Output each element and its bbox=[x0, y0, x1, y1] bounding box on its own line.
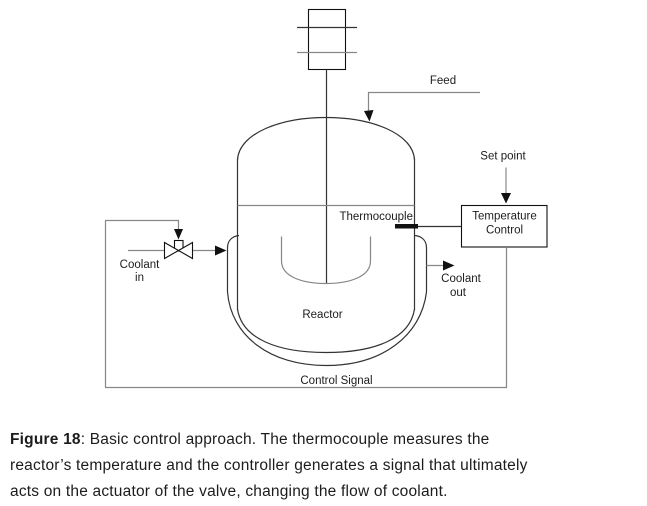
motor-body bbox=[307, 8, 347, 71]
caption-line-2: reactor’s temperature and the controller… bbox=[10, 457, 528, 474]
control-signal-path bbox=[104, 219, 508, 389]
inner-draft-tube bbox=[280, 236, 372, 285]
coolant-out-label: Coolant out bbox=[441, 273, 481, 299]
control-valve bbox=[163, 239, 194, 260]
feed-arrowhead bbox=[364, 110, 374, 122]
caption-line-3: acts on the actuator of the valve, chang… bbox=[10, 483, 448, 500]
svg-text:Coolant: Coolant bbox=[120, 259, 160, 271]
coolant-in-label: Coolant in bbox=[120, 259, 160, 284]
reactor-vessel bbox=[236, 116, 416, 354]
caption-line-1-rest: : Basic control approach. The thermocoup… bbox=[80, 431, 490, 448]
temperature-controller-box: Temperature Control bbox=[460, 204, 548, 248]
valve-body-right bbox=[177, 241, 194, 260]
vessel-dome bbox=[236, 116, 416, 161]
feed-label: Feed bbox=[430, 75, 456, 87]
thermocouple-probe bbox=[395, 224, 418, 229]
svg-text:out: out bbox=[450, 287, 467, 299]
vessel-bottom bbox=[236, 308, 416, 354]
coolant-out-arrow bbox=[426, 260, 455, 271]
control-diagram: Feed Thermocouple Temperature Control Se… bbox=[104, 8, 548, 389]
control-signal-label: Control Signal bbox=[300, 375, 372, 387]
caption-figure-label: Figure 18 bbox=[10, 431, 81, 448]
figure-caption: Figure 18: Basic control approach. The t… bbox=[10, 427, 637, 505]
controller-label-line2: Control bbox=[486, 225, 523, 237]
caption-line-1: Figure 18: Basic control approach. The t… bbox=[10, 427, 637, 453]
reactor-label: Reactor bbox=[302, 309, 342, 321]
valve-body-left bbox=[163, 241, 180, 260]
set-point-arrow bbox=[501, 167, 511, 204]
cooling-jacket bbox=[226, 234, 428, 367]
set-point-label: Set point bbox=[480, 151, 526, 163]
controller-label-line1: Temperature bbox=[472, 211, 537, 223]
feed-arrow bbox=[364, 91, 480, 122]
set-point-arrowhead bbox=[501, 193, 511, 204]
coolant-out-arrowhead bbox=[443, 260, 455, 271]
thermocouple-label: Thermocouple bbox=[339, 211, 413, 223]
coolant-in-arrowhead bbox=[215, 245, 227, 256]
svg-text:Coolant: Coolant bbox=[441, 273, 481, 285]
svg-text:in: in bbox=[135, 272, 144, 284]
stirrer-motor bbox=[297, 8, 357, 71]
control-signal-arrowhead bbox=[174, 229, 183, 240]
